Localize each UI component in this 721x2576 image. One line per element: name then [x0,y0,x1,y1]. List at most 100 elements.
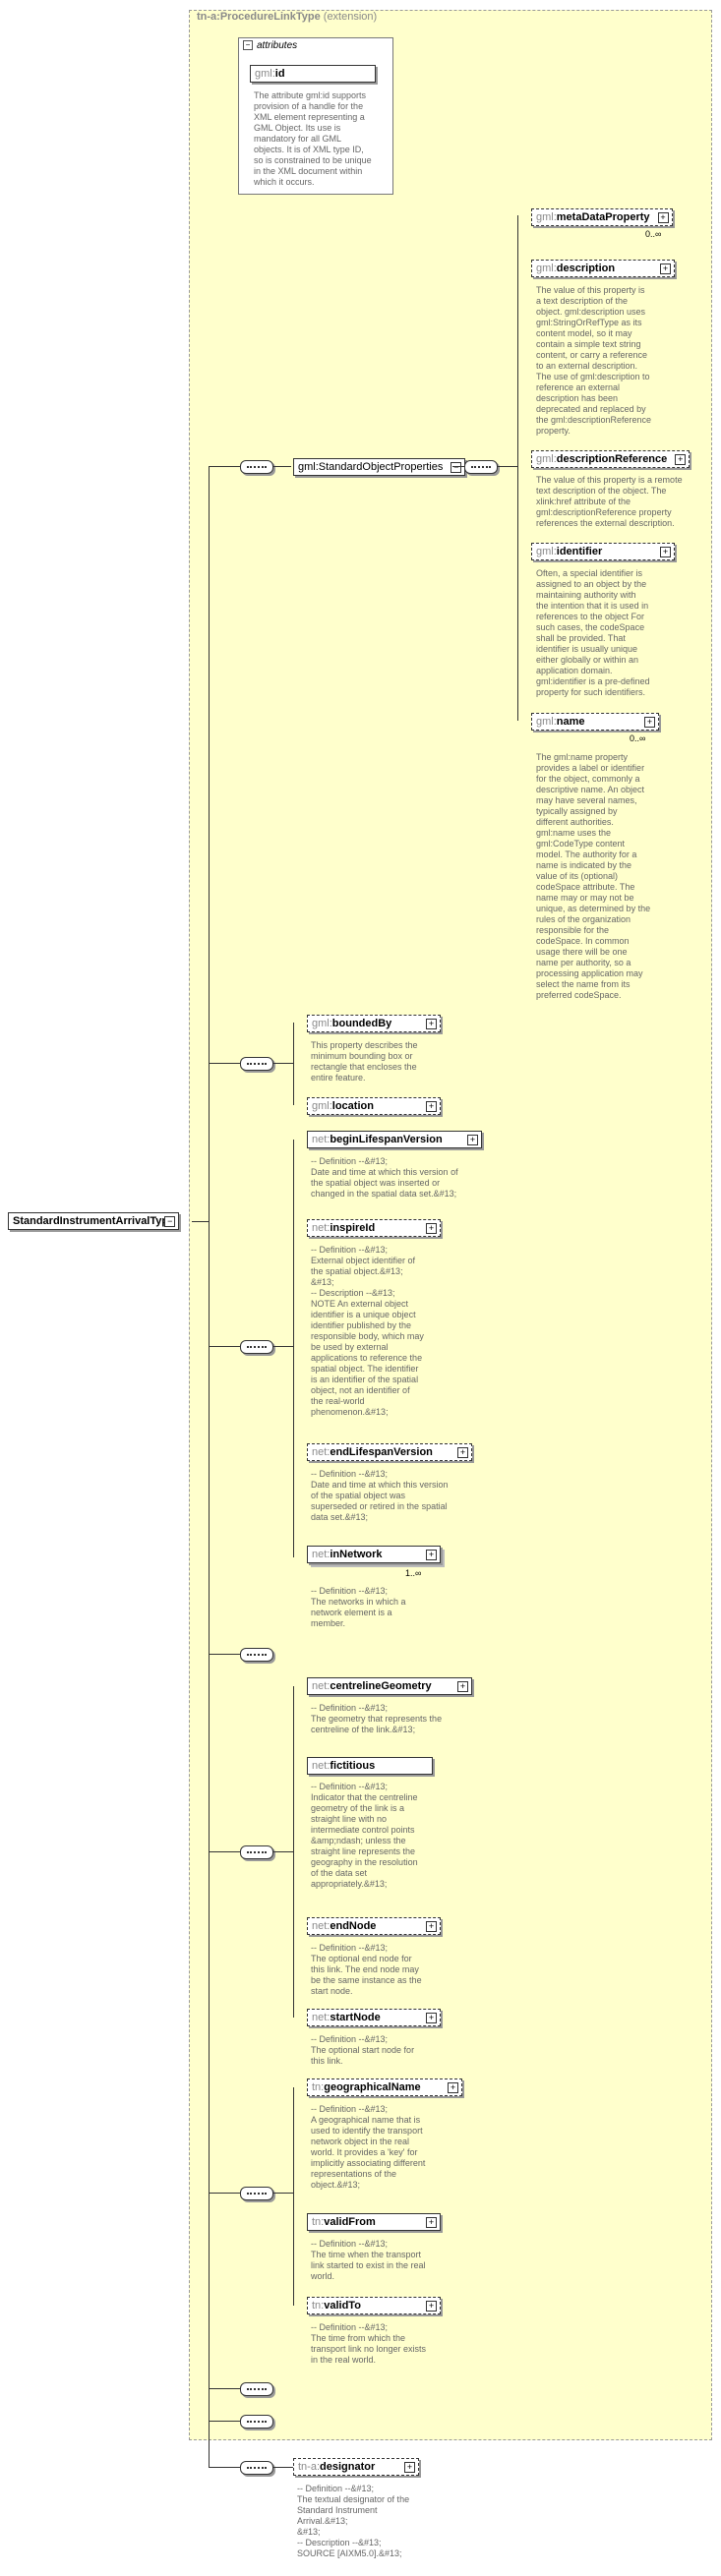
sequence-compositor[interactable] [240,2382,273,2396]
element-centrelineGeometry[interactable]: net:centrelineGeometry+ [307,1677,472,1695]
desc-line: appropriately.&#13; [311,1879,388,1889]
expand-icon[interactable]: − [164,1216,176,1227]
desc-line: processing application may [536,968,643,978]
desc-line: Standard Instrument [297,2505,378,2515]
desc-line: The optional end node for [311,1954,412,1963]
name: location [331,1100,374,1112]
expand-icon[interactable]: + [404,2462,415,2473]
desc-line: Arrival.&#13; [297,2516,348,2526]
attribute-gml-id[interactable]: gml:id [250,65,376,83]
element-inNetwork[interactable]: net:inNetwork+ [307,1546,441,1563]
element-description[interactable]: gml:description+ [531,260,675,277]
sequence-compositor[interactable] [240,1057,273,1071]
sequence-compositor[interactable] [240,1648,273,1662]
centreline-desc: -- Definition --&#13;The geometry that r… [311,1703,442,1735]
prefix: gml: [536,263,557,274]
desc-line: phenomenon.&#13; [311,1407,389,1417]
expand-icon[interactable]: + [426,2217,437,2228]
root-label: StandardInstrumentArrivalType [13,1215,175,1227]
expand-icon[interactable]: + [660,547,671,557]
sequence-compositor[interactable] [240,2461,273,2475]
expand-icon[interactable]: + [426,1101,437,1112]
desc-line: responsible body, which may [311,1331,424,1341]
desc-line: maintaining authority with [536,590,636,600]
desc-line: the real-world [311,1396,365,1406]
desc-line: centreline of the link.&#13; [311,1725,416,1734]
name: inspireId [330,1222,376,1234]
element-identifier[interactable]: gml:identifier+ [531,543,675,560]
element-validTo[interactable]: tn:validTo+ [307,2297,441,2314]
expand-icon[interactable]: + [426,2013,437,2023]
element-endLifespanVersion[interactable]: net:endLifespanVersion+ [307,1443,472,1461]
expand-icon[interactable]: + [644,717,655,728]
desc-line: the spatial object.&#13; [311,1266,403,1276]
cardinality: 1..∞ [405,1568,422,1578]
desc-line: may have several names, [536,795,637,805]
expand-icon[interactable]: + [426,1921,437,1932]
element-boundedBy[interactable]: gml:boundedBy+ [307,1015,441,1032]
name: geographicalName [324,2081,421,2093]
element-descriptionReference[interactable]: gml:descriptionReference+ [531,450,691,468]
prefix: gml: [536,716,557,728]
expand-icon[interactable]: + [448,2082,458,2093]
root-element[interactable]: StandardInstrumentArrivalType− [8,1212,180,1230]
collapse-icon[interactable]: − [243,40,253,51]
expand-icon[interactable]: + [657,212,669,223]
desc-line: Indicator that the centreline [311,1792,418,1802]
sequence-compositor[interactable] [240,460,273,474]
element-validFrom[interactable]: tn:validFrom+ [307,2213,441,2231]
endNode-desc: -- Definition --&#13;The optional end no… [311,1943,422,1997]
desc-line: implicitly associating different [311,2158,426,2168]
sequence-compositor[interactable] [240,2187,273,2200]
sequence-compositor[interactable] [240,1845,273,1859]
desc-line: a text description of the [536,296,629,306]
expand-icon[interactable]: + [457,1681,468,1692]
expand-icon[interactable]: + [426,1223,437,1234]
std-object-properties-group[interactable]: gml:StandardObjectProperties− [293,458,466,476]
element-startNode[interactable]: net:startNode+ [307,2009,441,2026]
element-beginLifespanVersion[interactable]: net:beginLifespanVersion+ [307,1131,482,1148]
element-location[interactable]: gml:location+ [307,1097,441,1115]
element-metaDataProperty[interactable]: gml:metaDataProperty+ [531,208,673,226]
connector [273,466,291,467]
sequence-compositor[interactable] [240,2415,273,2429]
attributes-header[interactable]: −attributes [239,38,301,53]
expand-icon[interactable]: + [660,263,671,274]
expand-icon[interactable]: + [467,1135,478,1145]
element-fictitious[interactable]: net:fictitious [307,1757,433,1775]
prefix: tn: [312,2216,325,2228]
expand-icon[interactable]: − [451,462,462,473]
desc-line: straight line represents the [311,1846,416,1856]
desc-line: External object identifier of [311,1256,416,1265]
expand-icon[interactable]: + [426,1550,437,1560]
startNode-desc: -- Definition --&#13;The optional start … [311,2034,414,2067]
expand-icon[interactable]: + [457,1447,468,1458]
desc-line: data set.&#13; [311,1512,369,1522]
desc-line: -- Definition --&#13; [311,2034,389,2044]
desc-line: A geographical name that is [311,2115,421,2125]
attributes-group[interactable]: −attributes [238,37,393,195]
element-geographicalName[interactable]: tn:geographicalName+ [307,2078,462,2096]
desc-line: value of its (optional) [536,871,619,881]
desc-line: transport link no longer exists [311,2344,427,2354]
desc-line: typically assigned by [536,806,618,816]
connector [209,2421,240,2422]
desc-line: of the data set [311,1868,368,1878]
desc-line: object. gml:description uses [536,307,646,317]
element-designator[interactable]: tn-a:designator+ [293,2458,419,2476]
connector [209,466,240,467]
sequence-compositor[interactable] [240,1340,273,1354]
sequence-compositor[interactable] [464,460,498,474]
desc-line: straight line with no [311,1814,388,1824]
element-inspireId[interactable]: net:inspireId+ [307,1219,441,1237]
expand-icon[interactable]: + [426,1019,437,1029]
element-name[interactable]: gml:name+ [531,713,659,731]
expand-icon[interactable]: + [426,2301,437,2312]
element-endNode[interactable]: net:endNode+ [307,1917,441,1935]
desc-line: &#13; [311,1277,334,1287]
name: inNetwork [330,1549,383,1560]
desc-line: rectangle that encloses the [311,1062,417,1072]
expand-icon[interactable]: + [675,454,687,465]
desc-line: so is constrained to be unique [254,155,372,165]
prefix: net: [312,1920,330,1932]
